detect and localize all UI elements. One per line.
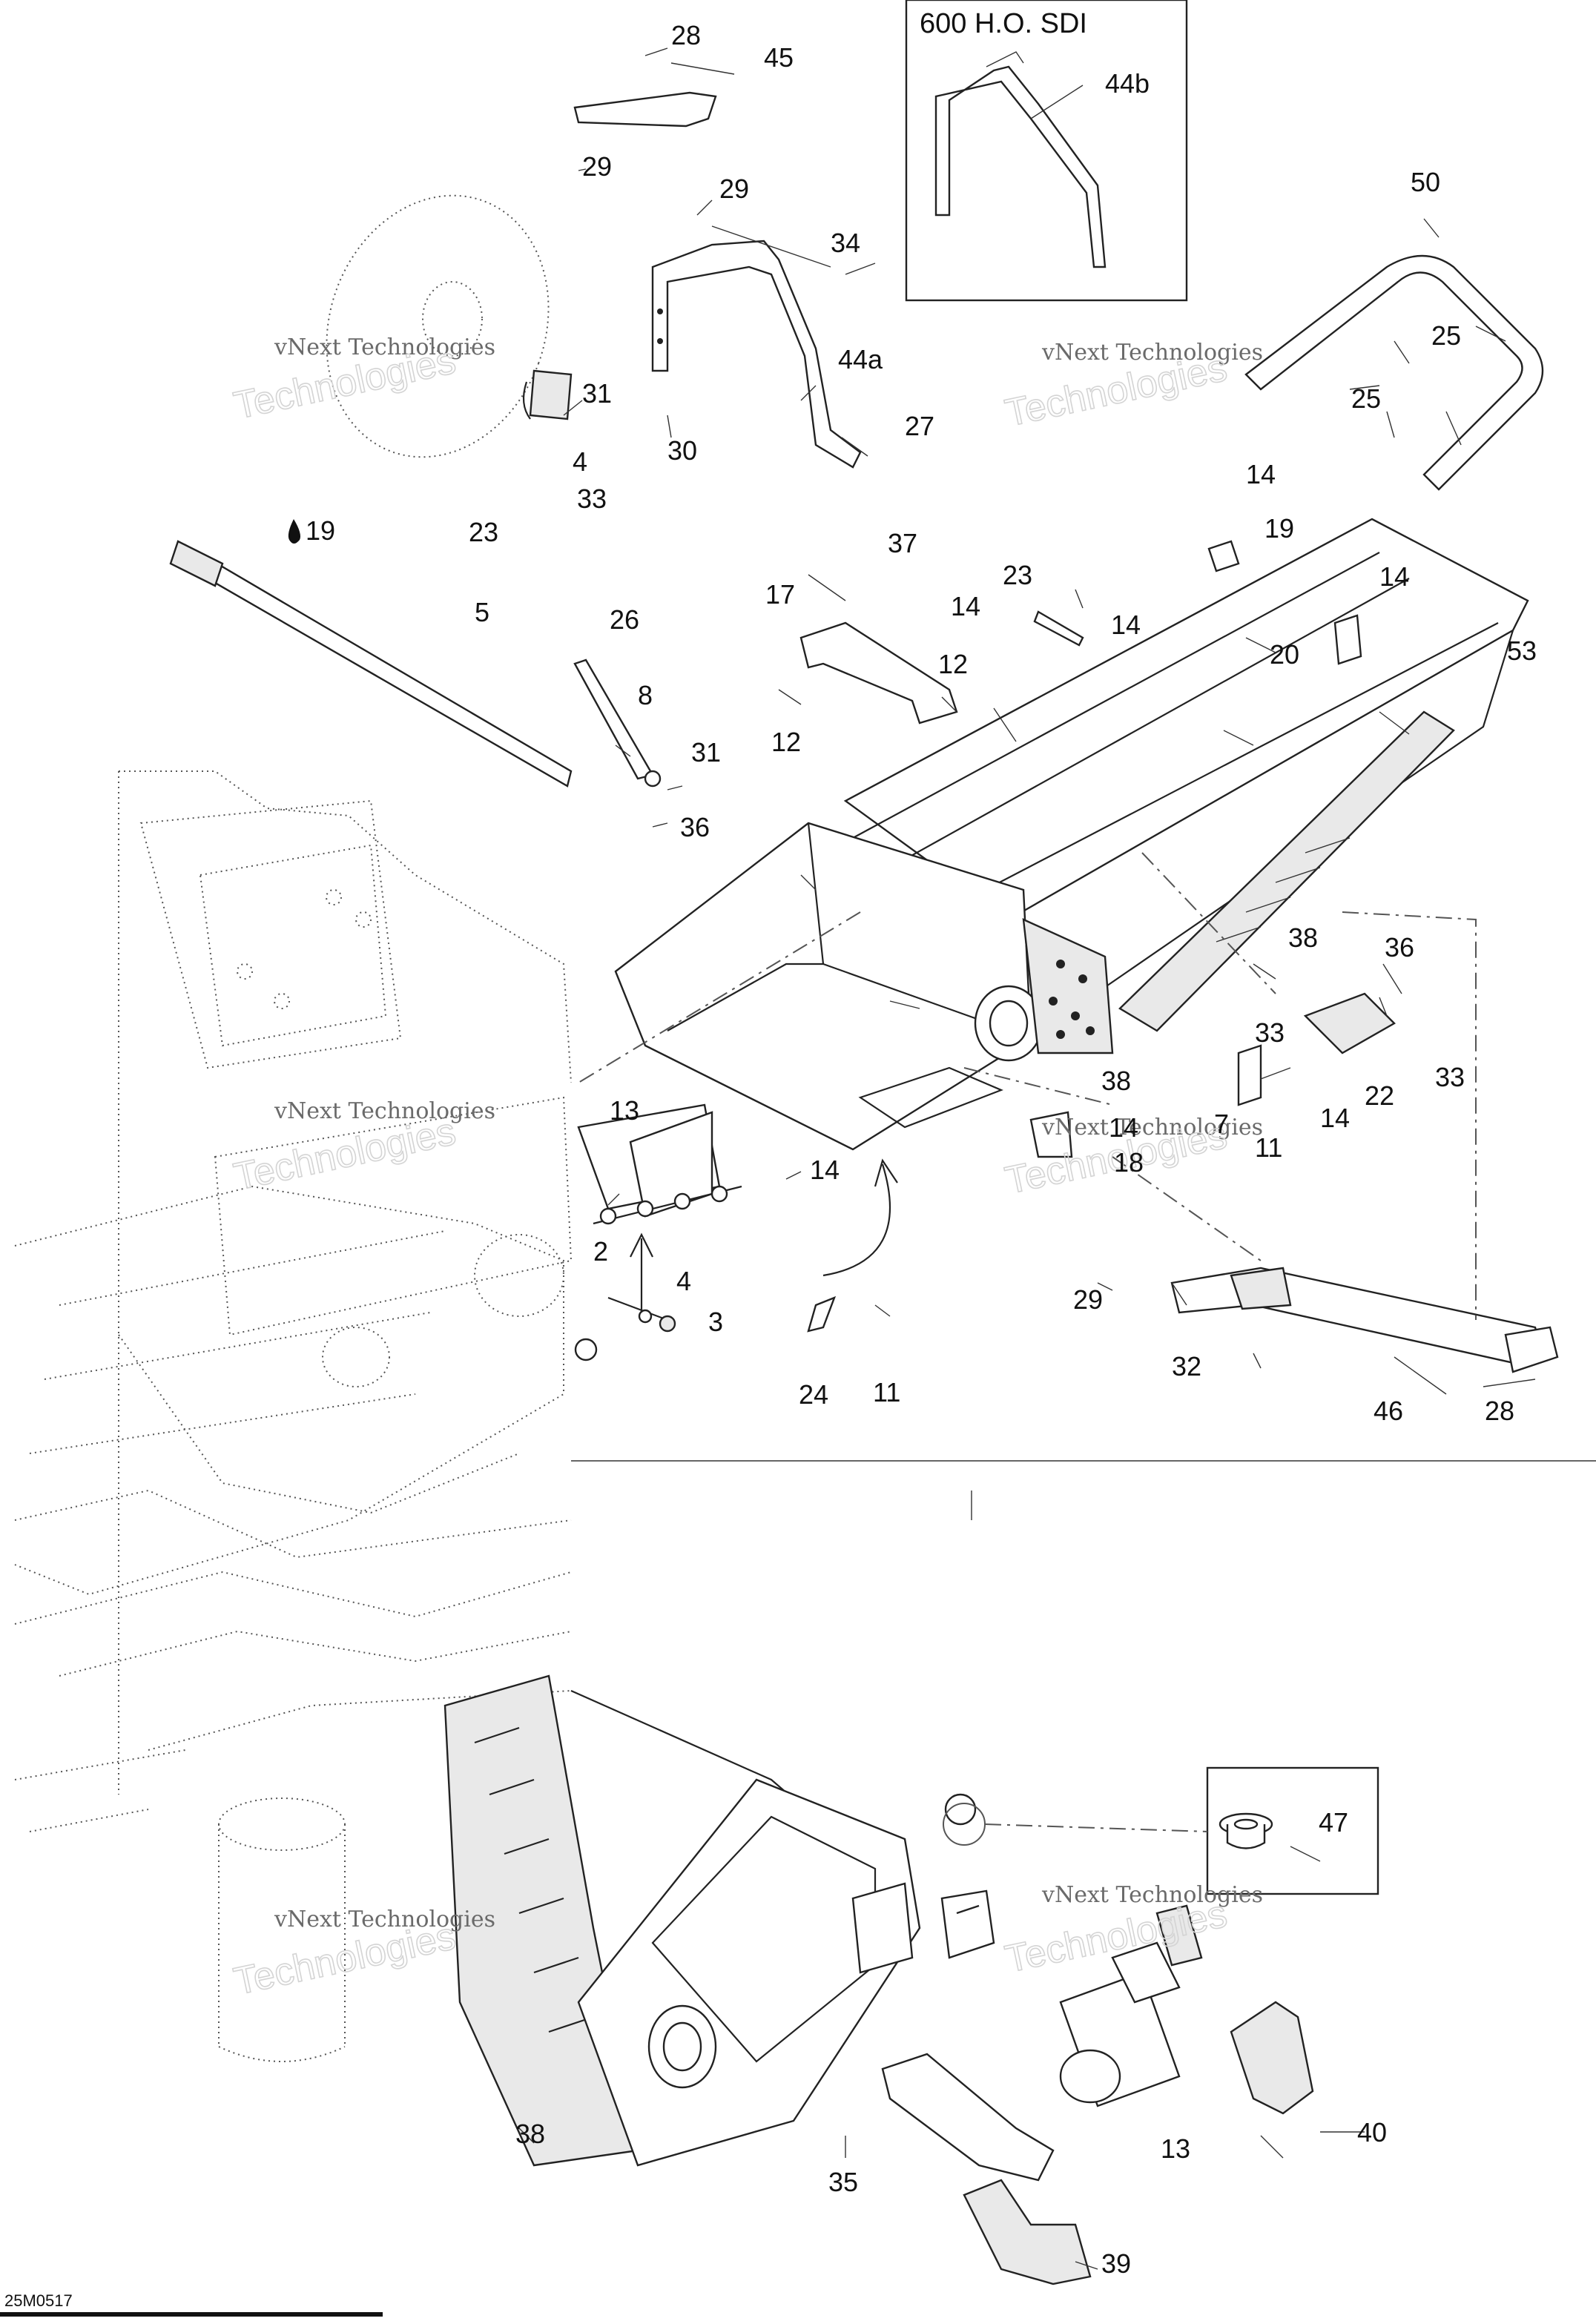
callout-24: 24: [799, 1379, 828, 1410]
inset-title: 600 H.O. SDI: [920, 8, 1087, 39]
arrow-up-13: [630, 1232, 653, 1313]
callout-29: 29: [582, 151, 612, 182]
svg-text:vNext Technologies: vNext Technologies: [1041, 1882, 1263, 1908]
callout-35: 35: [828, 2167, 858, 2197]
callout-19: 19: [306, 515, 335, 546]
svg-text:vNext Technologies: vNext Technologies: [1041, 1115, 1263, 1140]
callout-14: 14: [1379, 561, 1409, 592]
suspension-arm-13-upper: [577, 1103, 742, 1225]
inset-bracket-44b: [934, 51, 1107, 268]
callout-26: 26: [610, 604, 639, 635]
grab-handle-50: [1244, 254, 1544, 491]
callout-34: 34: [831, 228, 860, 258]
callout-38: 38: [515, 2119, 545, 2149]
callout-29: 29: [1073, 1284, 1103, 1315]
callout-11: 11: [873, 1377, 900, 1407]
callout-33: 33: [577, 483, 607, 514]
callout-leaders: [518, 47, 1536, 2270]
callout-18: 18: [1114, 1147, 1144, 1178]
bracket-45: [573, 91, 717, 128]
svg-text:vNext Technologies: vNext Technologies: [274, 334, 495, 360]
callout-44b: 44b: [1105, 68, 1150, 99]
callout-38: 38: [1288, 922, 1318, 953]
callout-14: 14: [1111, 610, 1141, 640]
drawing-code: 25M0517: [4, 2291, 73, 2310]
callout-2: 2: [593, 1236, 608, 1267]
inset-box: [905, 0, 1188, 302]
oil-drop-icon: [288, 519, 300, 544]
background-chassis-drawing: [14, 770, 573, 2062]
callout-8: 8: [638, 680, 653, 710]
arrow-curve-24: [822, 1158, 898, 1277]
callout-46: 46: [1374, 1396, 1403, 1426]
bumper-pad-39: [963, 2179, 1092, 2285]
bumper-pad-40: [1230, 2001, 1314, 2115]
callout-44a: 44a: [838, 344, 883, 374]
rod-8: [573, 658, 662, 788]
callout-5: 5: [475, 597, 489, 627]
callout-27: 27: [905, 411, 934, 441]
callout-30: 30: [667, 435, 697, 466]
callout-14: 14: [1109, 1112, 1138, 1143]
reference-leader: [984, 1823, 1208, 1832]
callout-45: 45: [764, 42, 794, 73]
callout-28: 28: [1485, 1396, 1514, 1426]
bracket-44a: [651, 240, 862, 469]
callout-12: 12: [771, 727, 801, 757]
callout-33: 33: [1435, 1062, 1465, 1092]
callout-14: 14: [1246, 459, 1276, 489]
callout-13: 13: [1161, 2133, 1190, 2164]
callout-40: 40: [1357, 2117, 1387, 2148]
callout-14: 14: [1320, 1103, 1350, 1133]
drive-shaft-5: [169, 540, 573, 788]
leader-dashes: [578, 852, 1477, 1320]
tunnel-frame-lower: [443, 1674, 995, 2167]
bar-46: [1170, 1267, 1559, 1373]
callout-14: 14: [810, 1155, 840, 1185]
callout-17: 17: [765, 579, 795, 610]
callout-33: 33: [1255, 1017, 1285, 1048]
callout-7: 7: [1214, 1109, 1229, 1139]
drive-disc-drawing: [326, 194, 573, 458]
grommet-47: [1219, 1812, 1273, 1849]
bolt-set-2-3-4: [574, 1296, 676, 1361]
drawing-code-underline: [0, 2312, 383, 2317]
svg-text:vNext Technologies: vNext Technologies: [274, 1907, 495, 1932]
callout-31: 31: [691, 737, 721, 767]
callout-53: 53: [1507, 636, 1537, 666]
svg-text:vNext Technologies: vNext Technologies: [1041, 340, 1263, 366]
tunnel-frame-upper: [614, 518, 1529, 1158]
callout-numbers: 28 45 29 44b 29 34 44a 31 30 27 4 33 23 …: [306, 20, 1537, 2279]
callout-28: 28: [671, 20, 701, 50]
bracket-24: [807, 1295, 837, 1333]
callout-36: 36: [680, 812, 710, 842]
callout-23: 23: [1003, 560, 1032, 590]
callout-19: 19: [1264, 513, 1294, 544]
callout-4: 4: [573, 446, 587, 477]
callout-13: 13: [610, 1095, 639, 1126]
callout-38: 38: [1101, 1066, 1131, 1096]
callout-25: 25: [1351, 383, 1381, 414]
callout-3: 3: [708, 1307, 723, 1337]
callout-50: 50: [1411, 167, 1440, 197]
svg-text:vNext Technologies: vNext Technologies: [274, 1098, 495, 1124]
callout-31: 31: [582, 378, 612, 409]
callout-11: 11: [1255, 1132, 1282, 1163]
callout-37: 37: [888, 528, 917, 558]
callout-4: 4: [676, 1266, 691, 1296]
callout-25: 25: [1431, 320, 1461, 351]
callout-39: 39: [1101, 2248, 1131, 2279]
callout-14: 14: [951, 591, 980, 621]
callout-29: 29: [719, 174, 749, 204]
callout-36: 36: [1385, 932, 1414, 963]
callout-12: 12: [938, 649, 968, 679]
watermarks: vNext Technologies Technologies vNext Te…: [230, 334, 1263, 2004]
suspension-arm-13-lower: [881, 1904, 1203, 2182]
callout-47: 47: [1319, 1807, 1348, 1838]
callout-32: 32: [1172, 1351, 1201, 1381]
callout-23: 23: [469, 517, 498, 547]
callout-22: 22: [1365, 1080, 1394, 1111]
callout-20: 20: [1270, 639, 1299, 670]
